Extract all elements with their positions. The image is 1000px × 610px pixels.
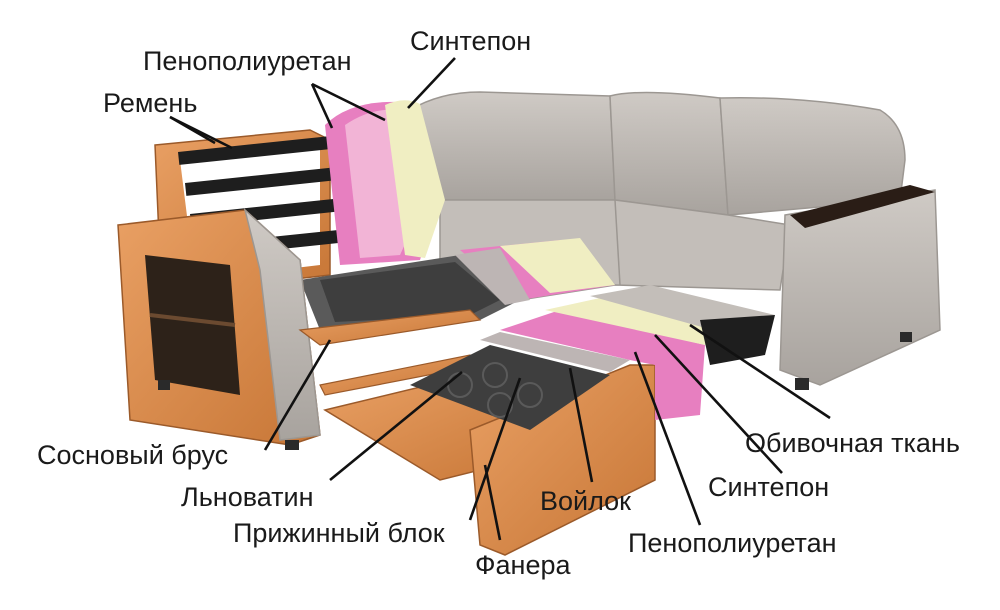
label-sosnovy-brus: Сосновый брус (37, 440, 229, 470)
armrest-shelf (145, 255, 240, 395)
belt-1 (178, 136, 329, 165)
armrest-top-wood (790, 185, 935, 228)
label-pruzhinny-blok: Прижинный блок (233, 518, 445, 548)
label-fanera: Фанера (475, 550, 571, 580)
leader-lines (169, 57, 831, 541)
label-obivochnaya-tkan: Обивочная ткань (745, 428, 960, 458)
label-sintepon-bottom: Синтепон (708, 472, 830, 502)
right-armrest (779, 185, 941, 390)
pullout-frame (298, 309, 482, 396)
belt-2 (185, 167, 336, 196)
label-penopoliuretan-top: Пенополиуретан (143, 46, 352, 76)
pullout-layers (480, 285, 775, 420)
label-remen: Ремень (103, 88, 198, 118)
label-penopoliuretan-bottom: Пенополиуретан (628, 528, 837, 558)
label-voylok: Войлок (540, 486, 631, 516)
label-sintepon-top: Синтепон (410, 26, 532, 56)
pullout-back-wood (700, 315, 775, 365)
left-armrest (117, 207, 321, 450)
label-lnovatin: Льноватин (181, 482, 314, 512)
back-cut-layers (325, 100, 445, 265)
back-cushions (409, 91, 906, 216)
